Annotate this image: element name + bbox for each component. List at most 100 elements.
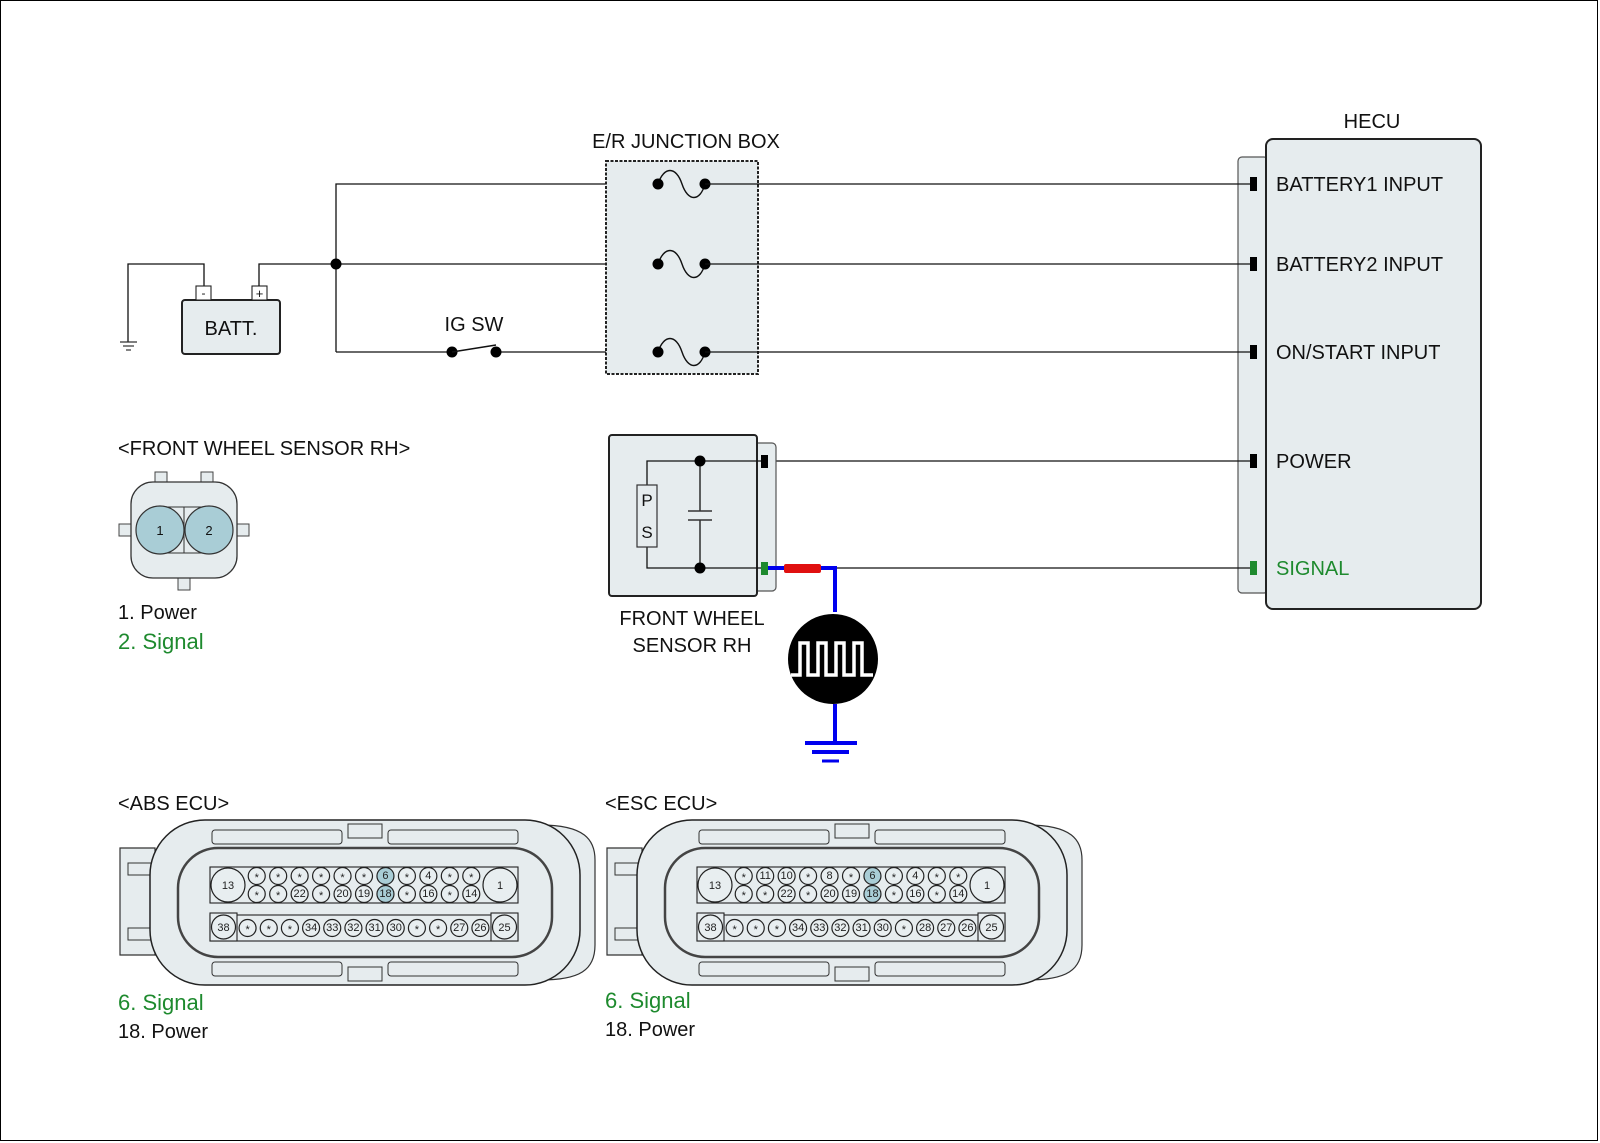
abs-legend-signal: 6. Signal [118, 990, 204, 1015]
ecu-pin-label: 30 [877, 922, 889, 934]
hecu-terminal: BATTERY2 INPUT [1250, 254, 1443, 276]
ecu-pin [323, 918, 342, 938]
ecu-pin [376, 884, 395, 904]
ecu-pin-label: 31 [368, 922, 380, 934]
ecu-pin-label: * [902, 924, 907, 936]
hecu: HECU [1237, 111, 1482, 610]
ecu-pin-label: 25 [498, 922, 510, 934]
ecu-pin [734, 884, 753, 904]
ecu-pin [820, 884, 839, 904]
sensor-connector-pin-1 [135, 505, 185, 555]
ecu-pin [471, 918, 490, 938]
ecu-pin [820, 866, 839, 886]
bus-wire-vertical [335, 183, 655, 352]
ecu-pin [798, 866, 818, 886]
ecu-pin-label: * [362, 872, 367, 884]
battery-positive-label: + [256, 286, 264, 301]
ecu-pin [450, 918, 469, 938]
ecu-pin [863, 884, 882, 904]
ecu-pin-label: 16 [909, 888, 921, 900]
ecu-pin-label: 1 [497, 880, 503, 892]
ecu-pin [311, 884, 331, 904]
ecu-pin-label: 4 [912, 870, 918, 882]
sensor-internal-top [646, 460, 764, 485]
ecu-pin-label: * [255, 890, 260, 902]
ecu-pin [810, 918, 829, 938]
ecu-pin [937, 918, 956, 938]
junction-box-title: E/R JUNCTION BOX [592, 131, 780, 153]
ecu-pin [376, 866, 395, 886]
hecu-terminal-label: BATTERY2 INPUT [1276, 254, 1443, 276]
battery-label: BATT. [205, 318, 258, 340]
front-wheel-sensor: P S FRONT WHEEL SENSOR RH [608, 434, 777, 657]
ecu-pin-label: 8 [826, 870, 832, 882]
ecu-pin [247, 884, 266, 904]
ecu-pin [210, 867, 246, 903]
ecu-pin-label: 38 [704, 922, 716, 934]
ecu-pin-label: * [448, 872, 453, 884]
ecu-pin-label: 19 [358, 888, 370, 900]
esc-legend-power: 18. Power [605, 1019, 695, 1041]
ecu-pin-label: * [297, 872, 302, 884]
ecu-pin-label: * [255, 872, 260, 884]
ecu-pin [428, 918, 448, 938]
sensor-body [608, 434, 758, 597]
ecu-pin [354, 884, 374, 904]
ecu-pin-label: 27 [940, 922, 952, 934]
ecu-pin-label: 33 [813, 922, 825, 934]
measurement-probe [768, 564, 878, 763]
hecu-terminal-pin [1250, 561, 1257, 575]
esc-ecu-title: <ESC ECU> [605, 793, 717, 815]
ecu-pin-label: 18 [866, 888, 878, 900]
ecu-pin [873, 918, 892, 938]
ig-switch: IG SW [445, 314, 504, 358]
hecu-terminal: ON/START INPUT [1250, 342, 1440, 364]
ecu-pin-label: * [892, 872, 897, 884]
hecu-terminal-pin [1250, 345, 1257, 359]
ecu-pin [767, 918, 787, 938]
ecu-pin [777, 884, 796, 904]
ecu-pin [440, 866, 459, 886]
ecu-pin [280, 918, 300, 938]
ecu-pin [210, 914, 237, 940]
battery-negative-label: - [202, 286, 206, 300]
ecu-pin [290, 866, 309, 886]
ecu-pin-label: 13 [222, 880, 234, 892]
battery-body [181, 299, 281, 355]
sensor-element-p: P [641, 491, 652, 510]
ecu-pin-label: * [436, 924, 441, 936]
ecu-pin [354, 866, 374, 886]
ecu-pin-label: * [806, 872, 811, 884]
ecu-pin [756, 866, 775, 886]
sensor-internal-bottom [646, 547, 764, 569]
ecu-pin-label: 4 [425, 870, 431, 882]
ecu-pin [247, 866, 266, 886]
ecu-pin [894, 918, 914, 938]
ecu-pin [927, 884, 946, 904]
ecu-pin [725, 918, 744, 938]
ecu-pin-label: * [935, 872, 940, 884]
battery-negative-terminal [195, 285, 212, 301]
sensor-pin-2-label: 2 [205, 523, 212, 538]
sensor-element-s: S [641, 523, 652, 542]
sensor-legend-power: 1. Power [118, 602, 197, 624]
ecu-pin-label: 16 [422, 888, 434, 900]
ecu-pin-label: 22 [294, 888, 306, 900]
abs-ecu-title: <ABS ECU> [118, 793, 229, 815]
ecu-pin-label: 10 [781, 870, 793, 882]
ecu-pin [333, 884, 352, 904]
ecu-pin-label: * [956, 872, 961, 884]
waveform-scope-icon [788, 614, 878, 704]
probe-clip-red [784, 564, 821, 573]
ecu-pin [344, 918, 363, 938]
ecu-pin [906, 884, 925, 904]
ecu-pin-label: 38 [217, 922, 229, 934]
ecu-pin-label: 28 [919, 922, 931, 934]
ecu-pin [419, 866, 438, 886]
ecu-pin [397, 866, 417, 886]
capacitor-icon [688, 510, 712, 521]
ecu-pin-label: 13 [709, 880, 721, 892]
ecu-pin-label: 32 [347, 922, 359, 934]
sensor-pin-1-label: 1 [156, 523, 163, 538]
